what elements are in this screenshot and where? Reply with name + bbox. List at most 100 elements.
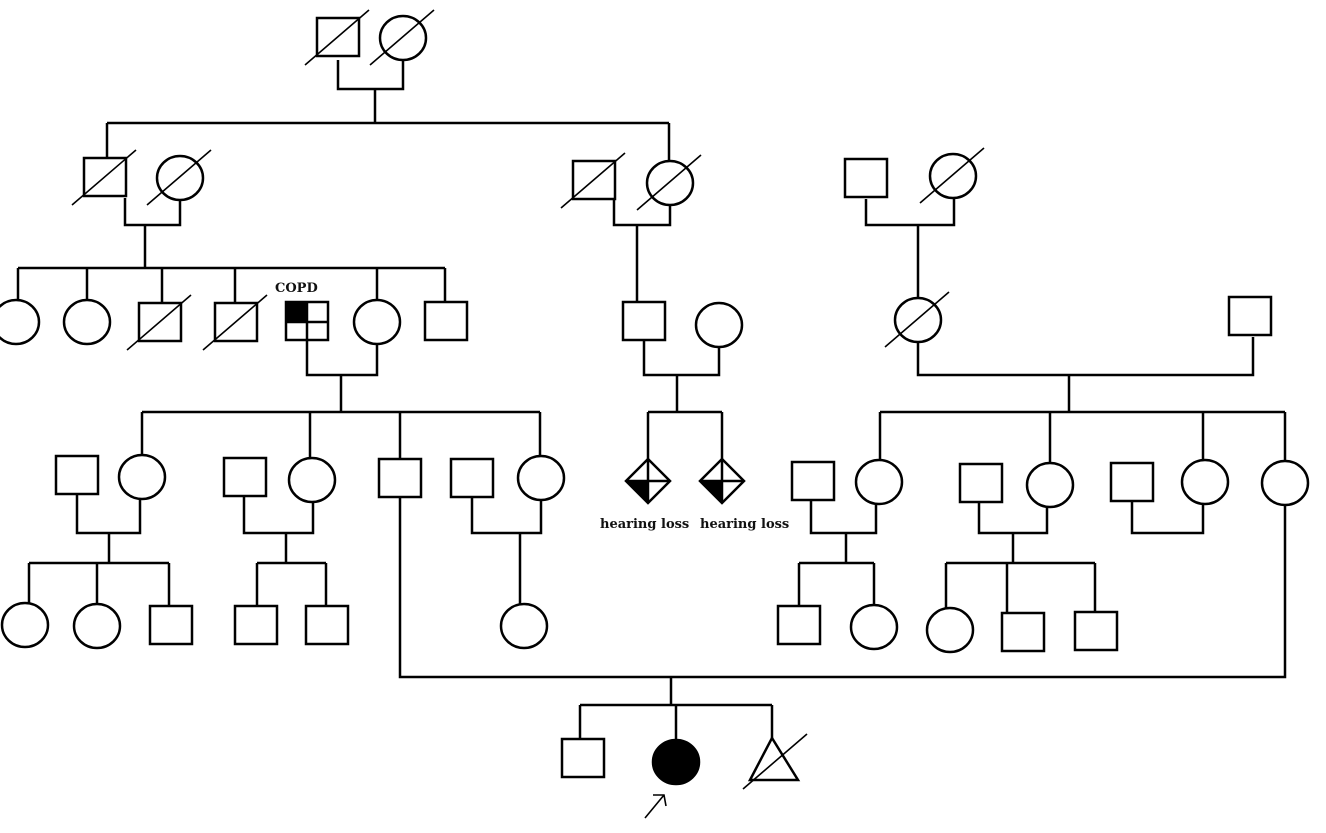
male-square: [148, 604, 194, 646]
individual-iv-13: [1025, 461, 1075, 509]
individual-vi-2: [644, 738, 701, 819]
individual-iii-11: [1227, 295, 1273, 337]
deceased-slash: [884, 291, 950, 348]
male-square: [790, 460, 836, 502]
female-circle: [287, 456, 337, 504]
male-square: [621, 300, 667, 342]
hearing-loss-label-2: hearing loss: [700, 517, 789, 532]
individual-iv-1: [54, 454, 100, 496]
proband-arrow-shaft: [644, 794, 665, 819]
male-square: [423, 300, 469, 342]
individual-iv-6: [449, 457, 495, 499]
individual-iii-1: [0, 298, 41, 346]
male-square: [1227, 295, 1273, 337]
individual-v-2: [72, 602, 122, 650]
relationship-line: [637, 205, 672, 227]
individual-iii-3: [126, 294, 192, 351]
individual-v-5: [304, 604, 350, 646]
male-square: [1000, 611, 1046, 653]
deceased-slash: [560, 152, 626, 209]
individual-iii-5: [284, 300, 330, 342]
deceased-slash: [369, 9, 435, 66]
individual-v-8: [849, 603, 899, 651]
individual-iii-9: [694, 301, 744, 349]
deceased-slash: [304, 9, 370, 66]
individual-ii-5: [843, 157, 889, 199]
individual-v-4: [233, 604, 279, 646]
pregnancy-triangle: [747, 735, 801, 782]
individual-iii-8: [621, 300, 667, 342]
individual-v-9: [925, 606, 975, 654]
deceased-slash: [919, 147, 985, 204]
male-square: [776, 604, 822, 646]
relationship-line: [916, 337, 1255, 377]
individual-v-11: [1073, 610, 1119, 652]
male-square: [1109, 461, 1155, 503]
individual-iv-9: [698, 457, 746, 505]
individual-ii-6: [919, 147, 985, 204]
proband-arrow-head: [653, 794, 667, 807]
female-circle: [849, 603, 899, 651]
female-circle: [0, 298, 41, 346]
relationship-line: [864, 198, 956, 227]
male-square: [222, 456, 268, 498]
male-square: [233, 604, 279, 646]
female-circle: [499, 602, 549, 650]
female-circle: [352, 298, 402, 346]
female-circle: [0, 601, 50, 649]
individual-iv-4: [287, 456, 337, 504]
female-circle: [1260, 459, 1310, 507]
relationship-line: [336, 60, 405, 91]
female-circle: [516, 454, 566, 502]
individual-v-1: [0, 601, 50, 649]
female-circle: [72, 602, 122, 650]
individual-iii-6: [352, 298, 402, 346]
relationship-line: [123, 198, 182, 227]
deceased-slash: [71, 149, 137, 206]
individual-i-1: [304, 9, 370, 66]
individual-vi-3: [742, 733, 808, 790]
individual-iii-10: [884, 291, 950, 348]
deceased-slash: [742, 733, 808, 790]
individuals: [0, 9, 1310, 819]
individual-iv-3: [222, 456, 268, 498]
male-square: [958, 462, 1004, 504]
individual-ii-1: [71, 149, 137, 206]
individual-ii-4: [636, 154, 702, 211]
individual-ii-2: [146, 149, 212, 206]
individual-v-6: [499, 602, 549, 650]
individual-iv-7: [516, 454, 566, 502]
female-circle: [925, 606, 975, 654]
relationship-line: [305, 341, 379, 377]
female-circle: [117, 453, 167, 501]
male-square: [843, 157, 889, 199]
relationship-line: [1130, 502, 1205, 535]
individual-i-2: [369, 9, 435, 66]
affected-quadrant: [700, 481, 722, 503]
individual-iii-4: [202, 294, 268, 351]
relationship-line: [398, 498, 1287, 679]
female-circle: [694, 301, 744, 349]
male-square: [1073, 610, 1119, 652]
individual-iv-15: [1180, 458, 1230, 506]
affected-quadrant: [286, 302, 307, 321]
female-circle: [1025, 461, 1075, 509]
individual-vi-1: [560, 737, 606, 779]
individual-iv-16: [1260, 459, 1310, 507]
male-square: [377, 457, 423, 499]
deceased-slash: [146, 149, 212, 206]
deceased-slash: [126, 294, 192, 351]
male-square: [304, 604, 350, 646]
relationship-line: [642, 341, 721, 377]
copd-label: COPD: [275, 281, 318, 296]
hearing-loss-label-1: hearing loss: [600, 517, 689, 532]
male-square: [560, 737, 606, 779]
deceased-slash: [202, 294, 268, 351]
deceased-slash: [636, 154, 702, 211]
relationship-line: [470, 498, 543, 535]
individual-iii-7: [423, 300, 469, 342]
female-circle: [854, 458, 904, 506]
individual-iv-12: [958, 462, 1004, 504]
female-circle: [651, 738, 701, 786]
